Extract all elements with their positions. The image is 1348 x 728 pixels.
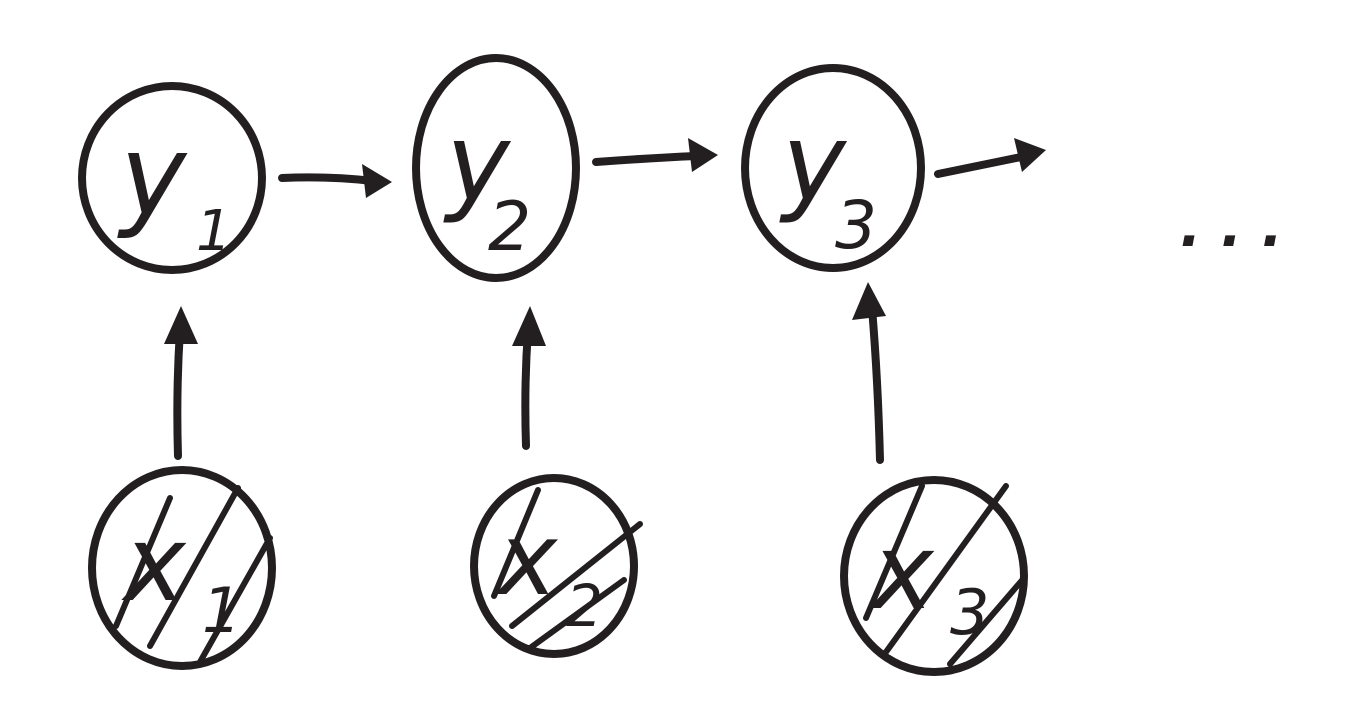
- node-label-sub: 2: [488, 188, 531, 267]
- transition-arrow-y2-y3: [592, 138, 718, 172]
- node-circle: [78, 82, 266, 274]
- node-label-main: x: [121, 503, 187, 625]
- node-circle: [88, 466, 276, 670]
- node-label-main: x: [869, 511, 935, 633]
- emission-arrow-x1-y1: [164, 306, 198, 460]
- node-label-main: y: [443, 101, 512, 226]
- transition-arrow-y3-next: [934, 138, 1046, 178]
- node-label-main: y: [779, 101, 848, 226]
- emission-arrow-x2-y2: [512, 306, 546, 450]
- node-label-sub: 3: [835, 187, 877, 264]
- node-circle: [470, 474, 638, 658]
- shading-hatch: [491, 487, 643, 651]
- latent-node-y3: y 3: [741, 64, 925, 272]
- shading-hatch: [113, 485, 273, 665]
- node-label-sub: 2: [566, 572, 603, 640]
- shading-hatch: [863, 483, 1027, 667]
- node-circle: [840, 476, 1028, 676]
- observed-node-x2: x 2: [470, 474, 643, 658]
- node-label-sub: 1: [196, 199, 232, 264]
- observed-node-x3: x 3: [840, 476, 1028, 676]
- node-label-sub: 1: [202, 574, 241, 647]
- node-label-main: y: [117, 112, 188, 242]
- observed-node-x1: x 1: [88, 466, 276, 670]
- node-circle: [412, 54, 580, 282]
- continuation-ellipsis: . . .: [1180, 195, 1283, 260]
- transition-arrow-y1-y2: [278, 164, 392, 198]
- node-label-sub: 3: [950, 576, 989, 649]
- node-label-main: x: [495, 501, 559, 618]
- emission-arrow-x3-y3: [852, 282, 886, 464]
- node-circle: [741, 64, 925, 272]
- latent-node-y2: y 2: [412, 54, 580, 282]
- latent-node-y1: y 1: [78, 82, 266, 274]
